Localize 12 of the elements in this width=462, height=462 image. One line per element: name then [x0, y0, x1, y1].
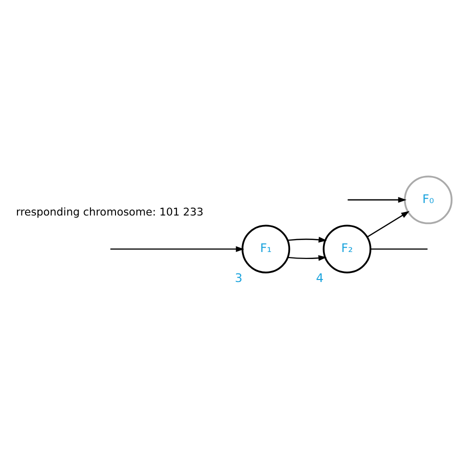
node-label: 4	[316, 270, 324, 285]
arrow	[287, 236, 326, 243]
arrow	[366, 211, 410, 238]
arrow	[347, 196, 406, 203]
node-circle: F₁	[241, 224, 290, 274]
arrow	[110, 246, 244, 252]
node-circle: F₀	[403, 176, 452, 224]
connector	[370, 248, 428, 250]
node-circle: F₂	[322, 224, 371, 274]
node-label: 3	[234, 270, 242, 285]
arrow	[287, 255, 326, 261]
label: rresponding chromosome: 101 233	[16, 206, 203, 219]
